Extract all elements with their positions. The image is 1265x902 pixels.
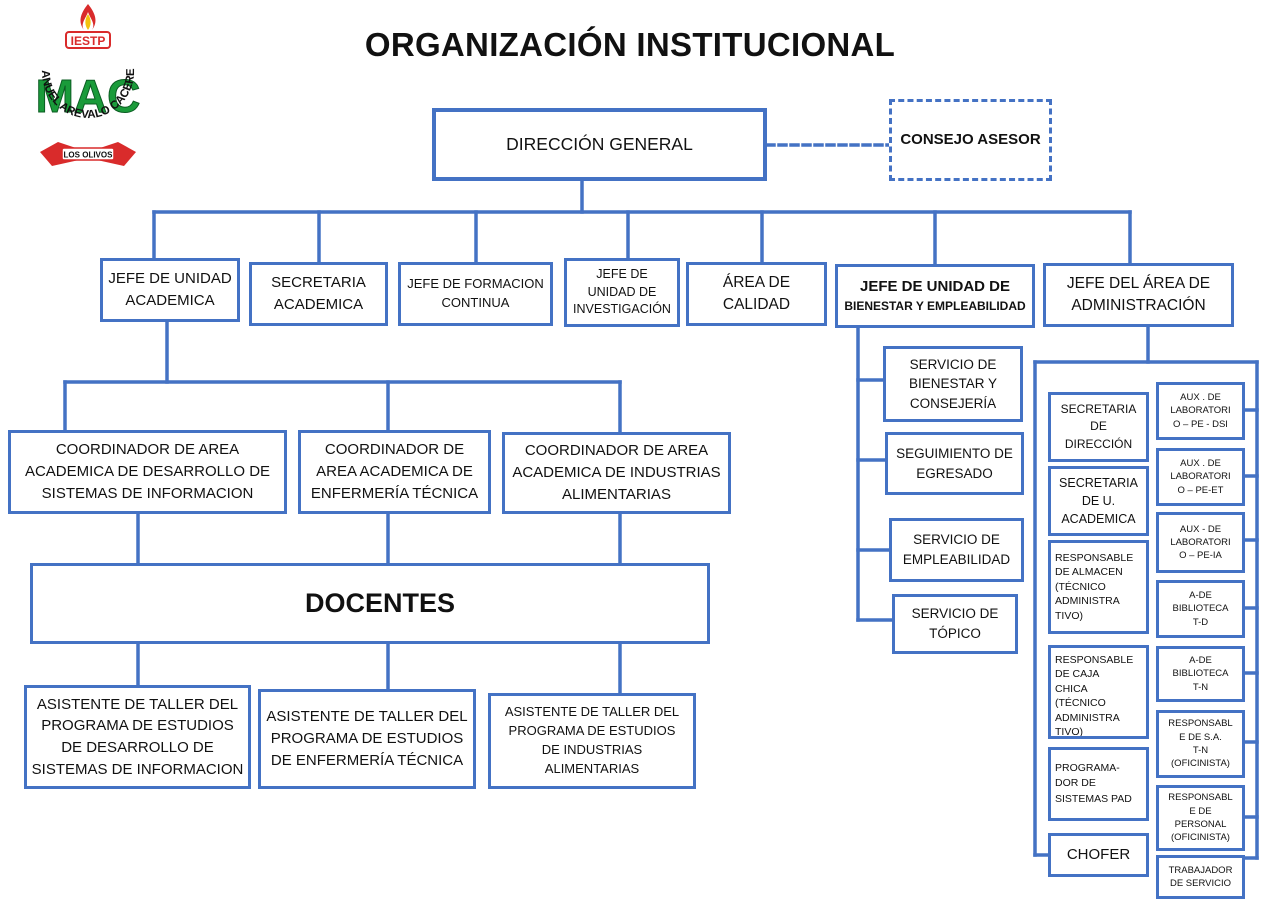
label-coord-enf: COORDINADOR DE AREA ACADEMICA DE ENFERME… bbox=[310, 441, 479, 502]
label-sec-u-academica: SECRETARIA DE U. ACADEMICA bbox=[1059, 475, 1138, 527]
label-consejo-asesor: CONSEJO ASESOR bbox=[900, 131, 1041, 149]
label-seguimiento: SEGUIMIENTO DE EGRESADO bbox=[896, 445, 1013, 481]
institute-logo: IESTP MAC MANUEL AREVALO CACERES LOS OLI… bbox=[28, 2, 141, 166]
box-programador: PROGRAMA- DOR DE SISTEMAS PAD bbox=[1048, 747, 1149, 821]
label-aux-dsi: AUX . DE LABORATORI O – PE - DSI bbox=[1170, 392, 1231, 430]
label-direccion-general: DIRECCIÓN GENERAL bbox=[506, 133, 693, 154]
label-jefe-bienestar-line1: JEFE DE UNIDAD DE bbox=[859, 278, 1011, 296]
box-aux-et: AUX . DE LABORATORI O – PE-ET bbox=[1156, 448, 1245, 506]
box-asist-enf: ASISTENTE DE TALLER DEL PROGRAMA DE ESTU… bbox=[258, 689, 476, 789]
label-resp-personal: RESPONSABL E DE PERSONAL (OFICINISTA) bbox=[1168, 792, 1233, 844]
label-asist-ia: ASISTENTE DE TALLER DEL PROGRAMA DE ESTU… bbox=[504, 704, 680, 776]
box-jefe-administracion: JEFE DEL ÁREA DE ADMINISTRACIÓN bbox=[1043, 263, 1234, 327]
box-secretaria-academica: SECRETARIA ACADEMICA bbox=[249, 262, 388, 326]
box-serv-topico: SERVICIO DE TÓPICO bbox=[892, 594, 1018, 654]
box-docentes: DOCENTES bbox=[30, 563, 710, 644]
label-trabajador: TRABAJADOR DE SERVICIO bbox=[1168, 864, 1233, 889]
box-jefe-bienestar: JEFE DE UNIDAD DE BIENESTAR Y EMPLEABILI… bbox=[835, 264, 1035, 328]
page-title: ORGANIZACIÓN INSTITUCIONAL bbox=[364, 26, 896, 63]
label-jefe-formacion: JEFE DE FORMACION CONTINUA bbox=[407, 276, 544, 310]
box-aux-dsi: AUX . DE LABORATORI O – PE - DSI bbox=[1156, 382, 1245, 440]
box-coord-dsi: COORDINADOR DE AREA ACADEMICA DE DESARRO… bbox=[8, 430, 287, 514]
label-asist-enf: ASISTENTE DE TALLER DEL PROGRAMA DE ESTU… bbox=[266, 708, 468, 769]
box-jefe-formacion: JEFE DE FORMACION CONTINUA bbox=[398, 262, 553, 326]
label-serv-empleabilidad: SERVICIO DE EMPLEABILIDAD bbox=[902, 532, 1011, 567]
label-biblio-tn: A-DE BIBLIOTECA T-N bbox=[1172, 655, 1229, 693]
label-chofer: CHOFER bbox=[1066, 846, 1131, 864]
box-coord-ia: COORDINADOR DE AREA ACADEMICA DE INDUSTR… bbox=[502, 432, 731, 514]
label-sec-direccion: SECRETARIA DE DIRECCIÓN bbox=[1060, 401, 1137, 451]
label-coord-dsi: COORDINADOR DE AREA ACADEMICA DE DESARRO… bbox=[24, 441, 271, 502]
box-aux-ia: AUX - DE LABORATORI O – PE-IA bbox=[1156, 512, 1245, 573]
box-trabajador: TRABAJADOR DE SERVICIO bbox=[1156, 855, 1245, 899]
label-resp-almacen: RESPONSABLE DE ALMACEN (TÉCNICO ADMINIST… bbox=[1055, 551, 1134, 622]
label-resp-caja: RESPONSABLE DE CAJA CHICA (TÉCNICO ADMIN… bbox=[1055, 654, 1134, 739]
box-seguimiento: SEGUIMIENTO DE EGRESADO bbox=[885, 432, 1024, 495]
logo-top-text: IESTP bbox=[71, 34, 106, 48]
label-coord-ia: COORDINADOR DE AREA ACADEMICA DE INDUSTR… bbox=[512, 442, 721, 503]
logo-bottom-text: LOS OLIVOS bbox=[64, 151, 114, 160]
torch-flame-icon bbox=[80, 4, 96, 30]
label-biblio-td: A-DE BIBLIOTECA T-D bbox=[1172, 590, 1229, 628]
logo-initials: MAC bbox=[36, 70, 141, 122]
box-sec-u-academica: SECRETARIA DE U. ACADEMICA bbox=[1048, 466, 1149, 536]
label-serv-topico: SERVICIO DE TÓPICO bbox=[911, 606, 999, 641]
box-resp-caja: RESPONSABLE DE CAJA CHICA (TÉCNICO ADMIN… bbox=[1048, 645, 1149, 739]
label-jefe-academica: JEFE DE UNIDAD ACADEMICA bbox=[108, 270, 232, 309]
label-aux-et: AUX . DE LABORATORI O – PE-ET bbox=[1170, 458, 1231, 496]
label-asist-dsi: ASISTENTE DE TALLER DEL PROGRAMA DE ESTU… bbox=[31, 695, 244, 778]
label-docentes: DOCENTES bbox=[305, 587, 456, 618]
box-biblio-td: A-DE BIBLIOTECA T-D bbox=[1156, 580, 1245, 638]
box-asist-ia: ASISTENTE DE TALLER DEL PROGRAMA DE ESTU… bbox=[488, 693, 696, 789]
label-jefe-administracion: JEFE DEL ÁREA DE ADMINISTRACIÓN bbox=[1066, 274, 1211, 314]
box-asist-dsi: ASISTENTE DE TALLER DEL PROGRAMA DE ESTU… bbox=[24, 685, 251, 789]
label-secretaria-academica: SECRETARIA ACADEMICA bbox=[271, 274, 366, 313]
box-jefe-academica: JEFE DE UNIDAD ACADEMICA bbox=[100, 258, 240, 322]
box-area-calidad: ÁREA DE CALIDAD bbox=[686, 262, 827, 326]
box-serv-empleabilidad: SERVICIO DE EMPLEABILIDAD bbox=[889, 518, 1024, 582]
label-programador: PROGRAMA- DOR DE SISTEMAS PAD bbox=[1055, 762, 1132, 805]
label-jefe-bienestar-line2: BIENESTAR Y EMPLEABILIDAD bbox=[844, 299, 1026, 314]
box-serv-bienestar: SERVICIO DE BIENESTAR Y CONSEJERÍA bbox=[883, 346, 1023, 422]
box-direccion-general: DIRECCIÓN GENERAL bbox=[432, 108, 767, 181]
label-aux-ia: AUX - DE LABORATORI O – PE-IA bbox=[1170, 523, 1231, 562]
box-sec-direccion: SECRETARIA DE DIRECCIÓN bbox=[1048, 392, 1149, 462]
box-resp-sa: RESPONSABL E DE S.A. T-N (OFICINISTA) bbox=[1156, 710, 1245, 778]
label-serv-bienestar: SERVICIO DE BIENESTAR Y CONSEJERÍA bbox=[908, 356, 998, 411]
label-resp-sa: RESPONSABL E DE S.A. T-N (OFICINISTA) bbox=[1168, 718, 1233, 770]
box-jefe-investigacion: JEFE DE UNIDAD DE INVESTIGACIÓN bbox=[564, 258, 680, 327]
box-resp-personal: RESPONSABL E DE PERSONAL (OFICINISTA) bbox=[1156, 785, 1245, 851]
box-chofer: CHOFER bbox=[1048, 833, 1149, 877]
box-consejo-asesor: CONSEJO ASESOR bbox=[889, 99, 1052, 181]
label-area-calidad: ÁREA DE CALIDAD bbox=[722, 273, 791, 313]
box-resp-almacen: RESPONSABLE DE ALMACEN (TÉCNICO ADMINIST… bbox=[1048, 540, 1149, 634]
box-biblio-tn: A-DE BIBLIOTECA T-N bbox=[1156, 646, 1245, 702]
label-jefe-investigacion: JEFE DE UNIDAD DE INVESTIGACIÓN bbox=[573, 267, 671, 317]
box-coord-enf: COORDINADOR DE AREA ACADEMICA DE ENFERME… bbox=[298, 430, 491, 514]
